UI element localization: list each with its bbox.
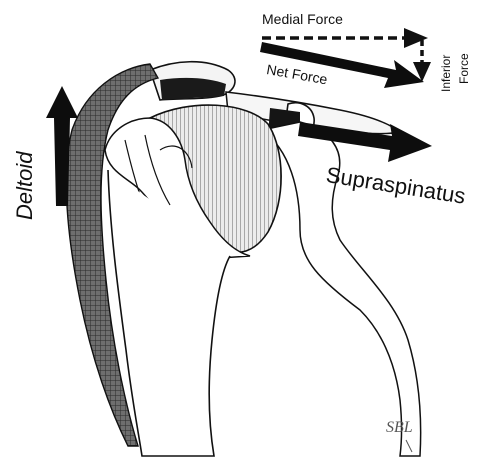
inferior-label: Inferior	[440, 55, 452, 92]
acromion-dark-band	[160, 78, 226, 100]
deltoid-label: Deltoid	[14, 152, 36, 220]
artist-signature: SBL	[386, 420, 413, 436]
medial-force-label: Medial Force	[262, 12, 343, 26]
inferior-force-label: Force	[458, 53, 470, 84]
